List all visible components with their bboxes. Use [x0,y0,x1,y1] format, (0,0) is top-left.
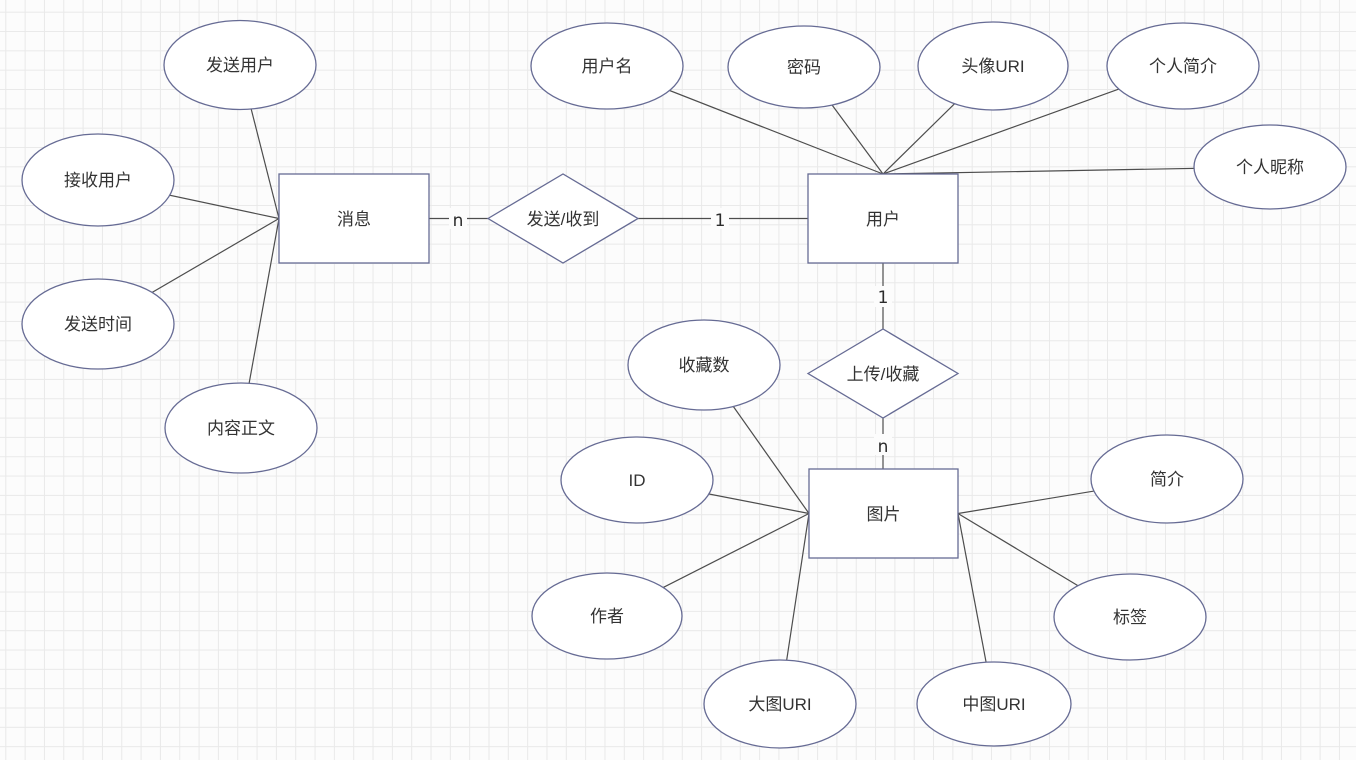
attribute-label: 内容正文 [207,419,275,438]
entity-rect-message[interactable] [278,173,430,264]
attribute-favorite-count: 收藏数 [627,319,781,411]
cardinality-1-user-side: 1 [711,208,729,231]
attribute-id: ID [560,436,714,524]
cardinality-label: 1 [878,288,889,308]
attribute-shapes: 发送用户 接收用户 发送时间 内容正文 用户名 密码 [21,19,1347,749]
attribute-ellipse-avatar-uri[interactable] [917,21,1069,111]
attribute-label: 头像URI [961,57,1024,76]
entity-label: 图片 [867,505,901,524]
entity-label: 消息 [337,210,371,229]
entity-label: 用户 [866,210,900,229]
relationship-diamond-upload-favorite[interactable] [806,328,960,419]
cardinality-label: n [453,211,464,231]
entity-image: 图片 [808,468,959,559]
cardinality-label: n [878,437,889,457]
attribute-nickname: 个人昵称 [1193,124,1347,210]
attribute-tags: 标签 [1053,573,1207,661]
relationship-label: 发送/收到 [527,210,600,229]
relationship-label: 上传/收藏 [847,365,920,384]
cardinality-label-bg [874,434,892,455]
attribute-ellipse-content-body[interactable] [164,382,318,474]
attribute-large-image-uri: 大图URI [703,659,857,749]
attribute-username: 用户名 [530,22,684,110]
relationship-shapes: 发送/收到 上传/收藏 [486,173,960,419]
cardinality-1-user-bottom: 1 [874,286,892,308]
attribute-ellipse-intro[interactable] [1090,434,1244,524]
attribute-ellipse-personal-bio[interactable] [1106,22,1260,110]
attribute-ellipse-username[interactable] [530,22,684,110]
attribute-label: 简介 [1150,470,1184,489]
attribute-send-user: 发送用户 [163,19,317,111]
attribute-avatar-uri: 头像URI [917,21,1069,111]
attribute-ellipse-medium-image-uri[interactable] [916,661,1072,747]
attribute-ellipse-large-image-uri[interactable] [703,659,857,749]
attribute-ellipse-author[interactable] [531,572,683,660]
attribute-ellipse-favorite-count[interactable] [627,319,781,411]
attribute-personal-bio: 个人简介 [1106,22,1260,110]
attribute-label: 发送时间 [64,315,132,334]
cardinality-label-bg [449,208,467,229]
entity-rect-image[interactable] [808,468,959,559]
attribute-intro: 简介 [1090,434,1244,524]
cardinality-n-message-side: n [449,208,467,231]
attribute-ellipse-send-user[interactable] [163,19,317,111]
attribute-label: 收藏数 [679,356,730,375]
entity-shapes: 消息 用户 图片 [278,173,959,559]
relationship-send-receive: 发送/收到 [486,173,640,264]
attribute-label: 发送用户 [206,56,274,75]
attribute-ellipse-receive-user[interactable] [21,133,175,227]
attribute-author: 作者 [531,572,683,660]
cardinality-label: 1 [715,211,726,231]
attribute-ellipse-send-time[interactable] [21,278,175,370]
attribute-ellipse-nickname[interactable] [1193,124,1347,210]
attribute-label: 大图URI [748,695,811,714]
attribute-label: 个人简介 [1149,57,1217,76]
attribute-label: 作者 [590,607,624,626]
relationship-diamond-send-receive[interactable] [486,173,640,264]
attribute-label: 中图URI [962,695,1025,714]
attribute-send-time: 发送时间 [21,278,175,370]
entity-rect-user[interactable] [807,173,959,264]
entity-user: 用户 [807,173,959,264]
attribute-medium-image-uri: 中图URI [916,661,1072,747]
relationship-upload-favorite: 上传/收藏 [806,328,960,419]
attribute-label: 标签 [1113,608,1147,627]
attribute-ellipse-id[interactable] [560,436,714,524]
attribute-receive-user: 接收用户 [21,133,175,227]
cardinality-labels: n 1 1 n [449,208,892,457]
cardinality-label-bg [874,286,892,307]
attribute-content-body: 内容正文 [164,382,318,474]
attribute-ellipse-tags[interactable] [1053,573,1207,661]
attribute-label: 个人昵称 [1236,158,1304,177]
attribute-label: 接收用户 [64,171,132,190]
attribute-label: ID [629,471,646,490]
cardinality-label-bg [711,208,729,229]
cardinality-n-image-top: n [874,434,892,457]
attribute-label: 密码 [787,58,821,77]
attribute-ellipse-password[interactable] [727,25,881,109]
attribute-password: 密码 [727,25,881,109]
attribute-label: 用户名 [582,57,633,76]
entity-message: 消息 [278,173,430,264]
